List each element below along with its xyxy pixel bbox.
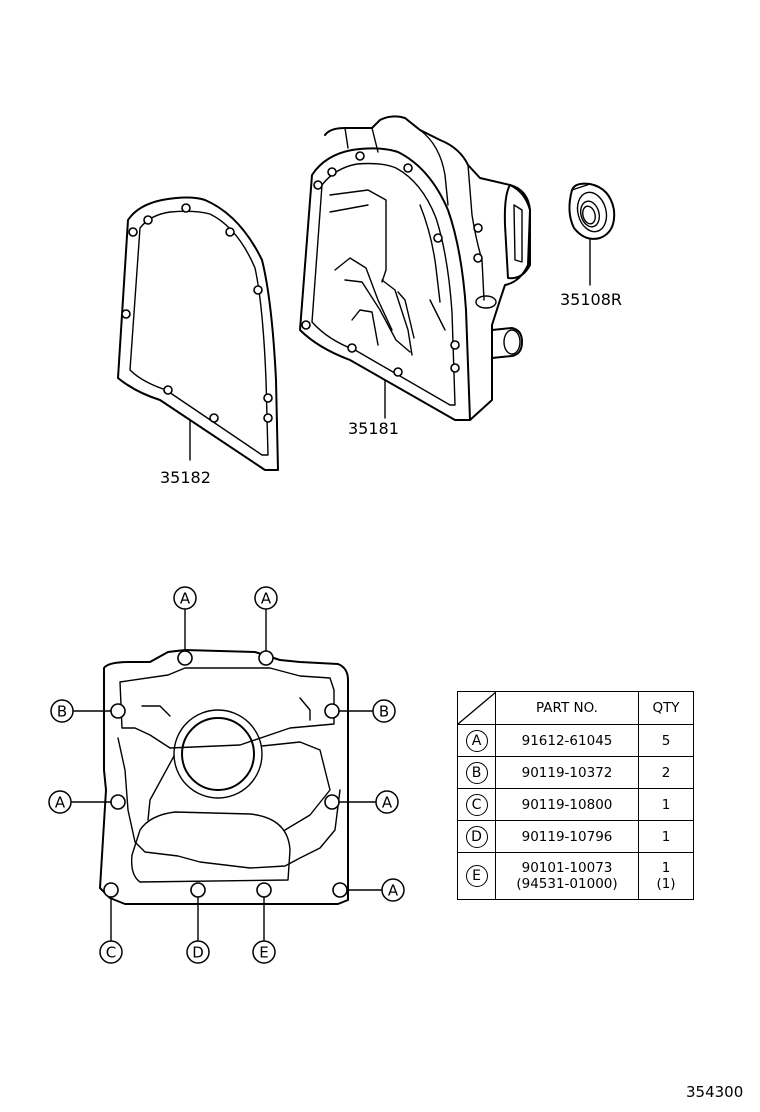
bolt-symbol: C: [465, 793, 488, 816]
bolt-parts-table: PART NO. QTY A 91612-61045 5 B 90119-103…: [457, 691, 694, 900]
part-number: 90101-10073: [521, 860, 613, 876]
svg-text:A: A: [388, 882, 399, 900]
part-label-35108R: 35108R: [560, 290, 622, 309]
part-number: 90119-10800: [495, 788, 639, 821]
part-number: 90119-10796: [495, 820, 639, 853]
part-number: 91612-61045: [495, 724, 639, 757]
table-row: A 91612-61045 5: [457, 724, 694, 757]
quantity-cell: 1 (1): [638, 852, 694, 900]
bolt-bubble-d: D: [186, 940, 210, 964]
table-row: E 90101-10073 (94531-01000) 1 (1): [457, 852, 694, 900]
table-corner-cell: [457, 691, 496, 725]
bolt-symbol: A: [465, 729, 488, 752]
quantity: 2: [638, 756, 694, 789]
bolt-position-view: [71, 609, 382, 941]
svg-text:B: B: [57, 703, 67, 721]
svg-text:A: A: [382, 794, 393, 812]
quantity: 1: [661, 860, 671, 876]
alt-part-number: (94531-01000): [516, 876, 618, 892]
bolt-bubble-b-left: B: [50, 699, 74, 723]
table-row: B 90119-10372 2: [457, 756, 694, 789]
bolt-bubble-a-mid-left: A: [48, 790, 72, 814]
alt-quantity: (1): [656, 876, 676, 892]
table-header-row: PART NO. QTY: [457, 691, 694, 725]
bolt-symbol: B: [465, 761, 488, 784]
svg-text:B: B: [379, 703, 389, 721]
bolt-bubble-a-bottom-right: A: [381, 878, 405, 902]
bolt-bubble-a-top-left: A: [173, 586, 197, 610]
part-number-cell: 90101-10073 (94531-01000): [495, 852, 639, 900]
bolt-bubble-b-right: B: [372, 699, 396, 723]
part-label-35181: 35181: [348, 419, 399, 438]
gasket-35182: [117, 196, 279, 471]
svg-text:A: A: [55, 794, 66, 812]
svg-text:A: A: [180, 590, 191, 608]
table-row: D 90119-10796 1: [457, 820, 694, 853]
svg-text:A: A: [261, 590, 272, 608]
bolt-bubble-c: C: [99, 940, 123, 964]
quantity: 1: [638, 820, 694, 853]
svg-text:E: E: [259, 944, 268, 962]
illustration-ref-code: 354300: [686, 1083, 744, 1101]
table-header-part-no: PART NO.: [495, 691, 639, 725]
transmission-case-35181: [299, 115, 531, 421]
quantity: 5: [638, 724, 694, 757]
diagonal-divider-icon: [458, 692, 496, 724]
table-row: C 90119-10800 1: [457, 788, 694, 821]
bolt-bubble-e: E: [252, 940, 276, 964]
bolt-bubble-a-mid-right: A: [375, 790, 399, 814]
bolt-bubble-a-top-right: A: [254, 586, 278, 610]
svg-text:D: D: [192, 944, 204, 962]
part-number: 90119-10372: [495, 756, 639, 789]
quantity: 1: [638, 788, 694, 821]
table-header-qty: QTY: [638, 691, 694, 725]
oil-seal-35108R: [568, 182, 616, 286]
svg-text:C: C: [106, 944, 116, 962]
bolt-symbol: E: [465, 865, 488, 887]
part-label-35182: 35182: [160, 468, 211, 487]
bolt-symbol: D: [465, 825, 488, 848]
